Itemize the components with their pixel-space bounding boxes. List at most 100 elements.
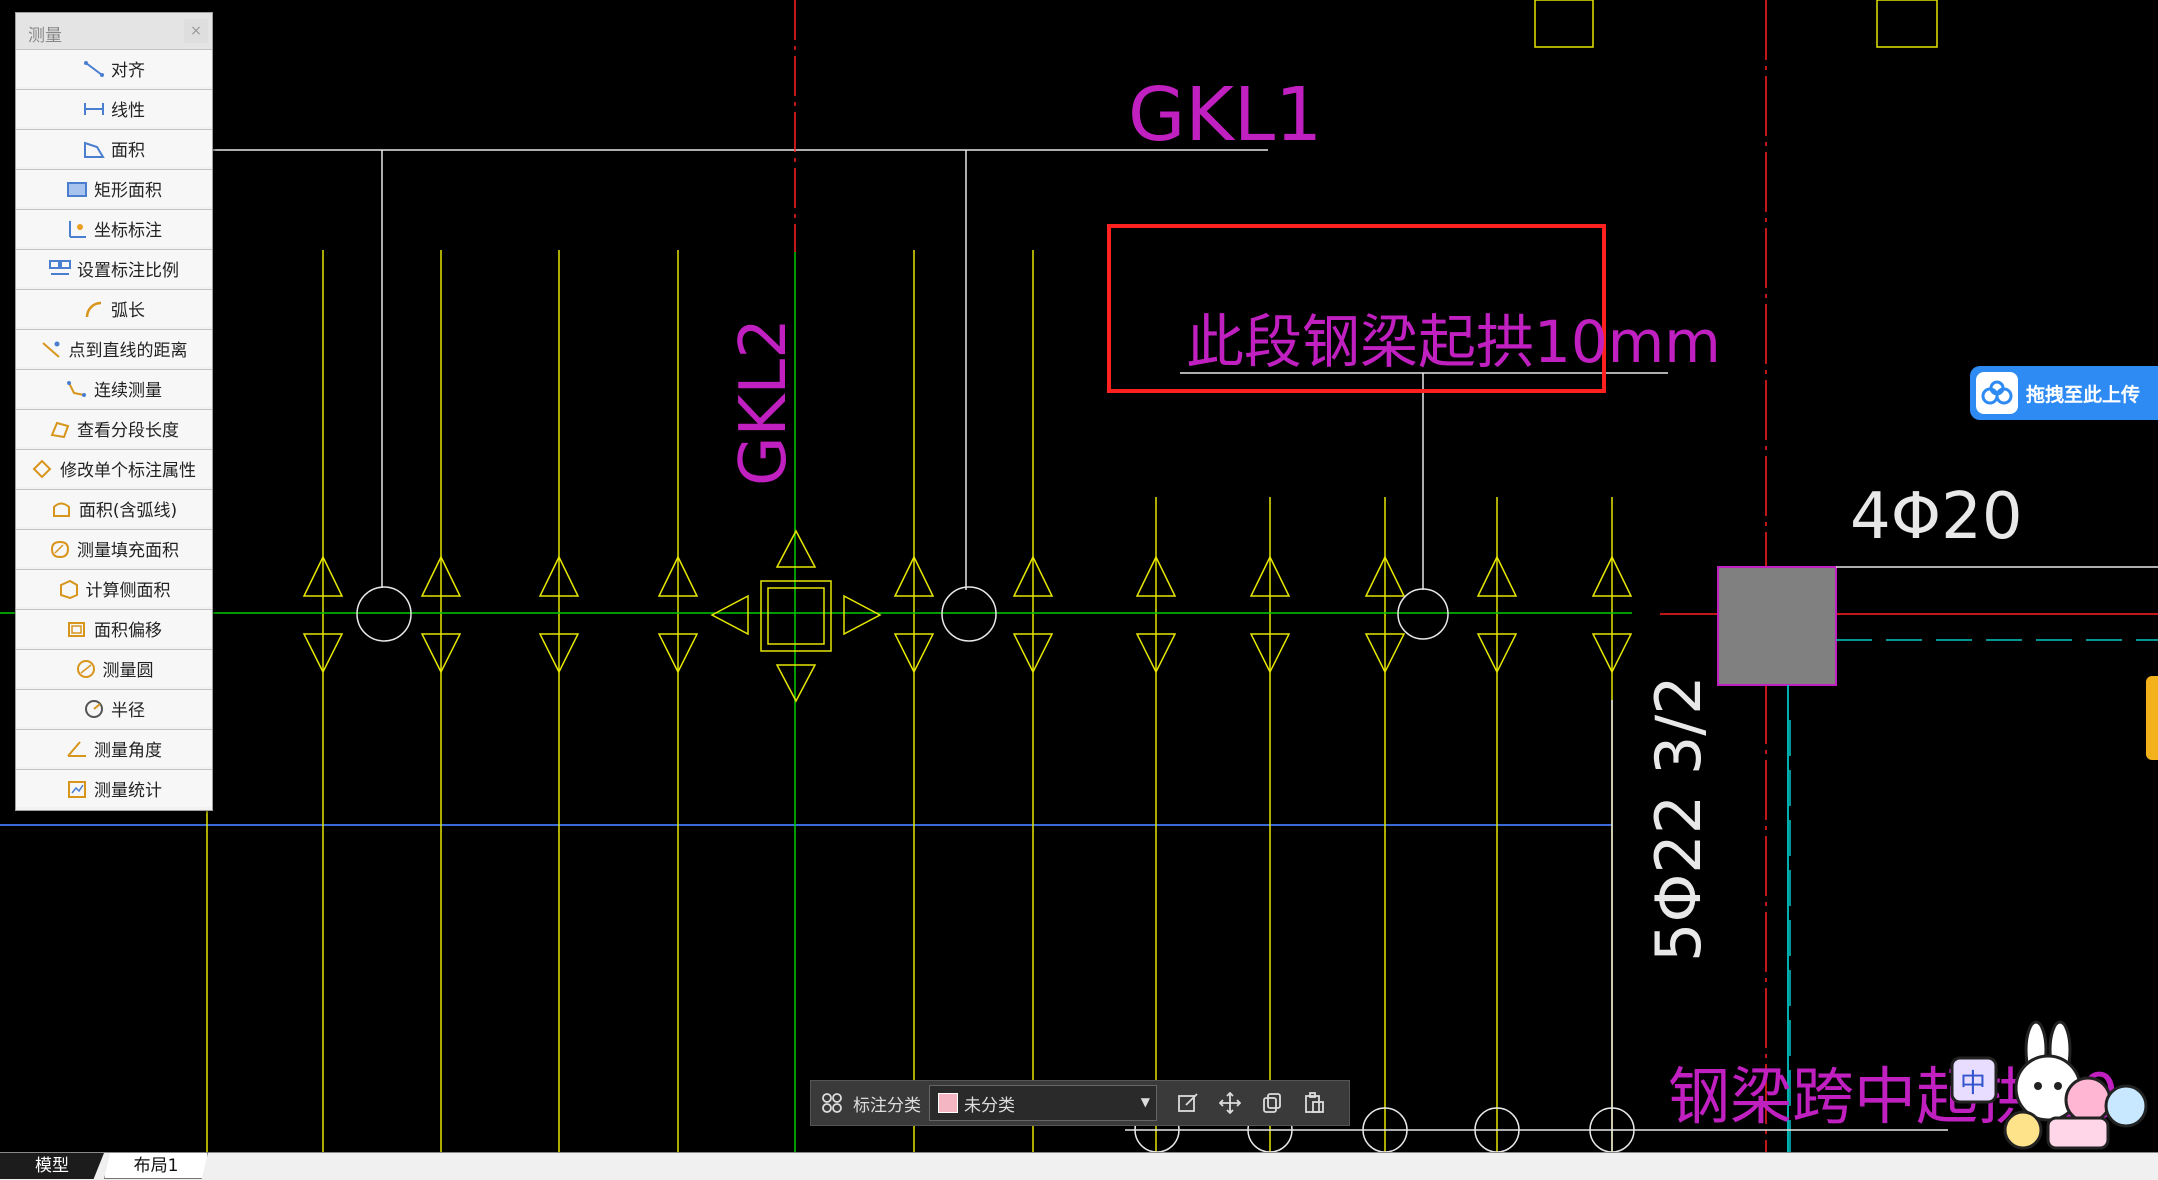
panel-item-label: 连续测量 [94,381,162,401]
panel-item-radius[interactable]: 半径 [16,689,212,727]
panel-item-label: 弧长 [111,301,145,321]
coordinate-icon [69,220,86,238]
panel-item-label: 面积(含弧线) [78,501,178,521]
arrow-down-mark [1364,633,1406,674]
chevron-down-icon: ▼ [1140,1095,1150,1109]
circle-icon [76,659,95,678]
panel-item-side-area[interactable]: 计算侧面积 [16,569,212,607]
panel-item-label: 计算侧面积 [85,581,171,601]
arrow-up-mark [1591,555,1633,597]
segment-length-icon [50,421,70,438]
annotation-toolbar: 标注分类 未分类 ▼ [810,1080,1350,1126]
panel-item-circle[interactable]: 测量圆 [16,649,212,687]
panel-item-hatch-area[interactable]: 测量填充面积 [16,529,212,567]
arrow-up-mark [1249,555,1291,597]
arrow-up-mark [538,555,580,597]
arrow-down-mark [1249,633,1291,674]
panel-item-label: 点到直线的距离 [68,341,188,361]
layout-tab-bar: 模型 布局1 [0,1152,2158,1180]
panel-item-point-line-distance[interactable]: 点到直线的距离 [16,329,212,367]
panel-item-arc-length[interactable]: 弧长 [16,289,212,327]
panel-item-coordinate[interactable]: 坐标标注 [16,209,212,247]
panel-item-label: 面积 [111,141,145,161]
grid-apps-icon[interactable] [818,1089,846,1117]
snap-marker [710,529,882,703]
panel-item-label: 修改单个标注属性 [60,461,196,481]
rectangle-area-icon [67,181,87,197]
panel-item-label: 测量填充面积 [77,541,179,561]
upload-drop-button[interactable]: 拖拽至此上传 [1970,366,2158,420]
panel-item-label: 测量圆 [102,661,154,681]
annotation-category-select[interactable]: 未分类 ▼ [929,1085,1157,1121]
column-outline [1876,0,1938,48]
panel-item-scale[interactable]: 设置标注比例 [16,249,212,287]
panel-item-area-arc[interactable]: 面积(含弧线) [16,489,212,527]
area-arc-icon [52,502,70,517]
panel-item-label: 查看分段长度 [77,421,179,441]
rebar-side-label: 5Φ22 3/2 [1642,675,1715,962]
area-offset-icon [68,621,85,637]
panel-item-label: 设置标注比例 [77,261,179,281]
edit-dimension-icon [32,459,52,478]
upload-label: 拖拽至此上传 [2026,383,2141,406]
tab-layout1[interactable]: 布局1 [104,1153,208,1179]
hatch-area-icon [50,540,70,558]
panel-item-rectangle-area[interactable]: 矩形面积 [16,169,212,207]
linear-dimension-icon [84,102,104,115]
panel-item-label: 矩形面积 [94,181,162,201]
arrow-up-mark [302,555,344,597]
panel-item-statistics[interactable]: 测量统计 [16,769,212,807]
paste-icon[interactable] [1300,1089,1328,1117]
cloud-upload-icon [1976,372,2018,414]
category-color-swatch [938,1093,958,1113]
side-scroll-handle[interactable] [2146,676,2158,760]
arrow-up-mark [420,555,462,597]
panel-item-angle[interactable]: 测量角度 [16,729,212,767]
label-gkl1: GKL1 [1128,72,1322,158]
panel-item-label: 坐标标注 [94,221,162,241]
copy-icon[interactable] [1258,1089,1286,1117]
arc-length-icon [85,301,102,317]
arrow-down-mark [420,633,462,674]
rebar-top-label: 4Φ20 [1850,480,2023,554]
column-circle [356,586,412,642]
arrow-down-mark [1476,633,1518,674]
edit-icon[interactable] [1174,1089,1202,1117]
panel-title-bar[interactable]: 测量 × [16,13,212,49]
panel-item-label: 线性 [111,101,145,121]
arrow-down-mark [893,633,935,674]
panel-item-label: 测量统计 [94,781,162,801]
arrow-up-mark [657,555,699,597]
panel-item-area-offset[interactable]: 面积偏移 [16,609,212,647]
continuous-measure-icon [67,380,86,397]
tab-model[interactable]: 模型 [0,1153,104,1179]
arrow-down-mark [1591,633,1633,674]
label-gkl2: GKL2 [727,318,801,486]
arrow-down-mark [1135,633,1177,674]
category-selected-value: 未分类 [964,1095,1015,1116]
move-icon[interactable] [1216,1089,1244,1117]
panel-item-area[interactable]: 面积 [16,129,212,167]
annotation-category-label: 标注分类 [853,1095,921,1116]
mascot-sticker-icon: 中 [1950,1020,2148,1150]
panel-item-label: 面积偏移 [94,621,162,641]
arrow-down-mark [1012,633,1054,674]
panel-title: 测量 [28,26,62,46]
drawing-canvas[interactable]: GKL1 GKL2 此段钢梁起拱10mm 4Φ20 5Φ22 3/2 钢梁跨中起… [0,0,2158,1152]
arrow-down-mark [657,633,699,674]
arrow-down-mark [302,633,344,674]
statistics-icon [68,780,86,798]
arrow-down-mark [538,633,580,674]
panel-item-aligned-dimension[interactable]: 对齐 [16,49,212,87]
column-circle [1397,588,1449,640]
highlight-box [1107,224,1606,393]
camber-note: 此段钢梁起拱10mm [1186,308,1721,376]
aligned-dimension-icon [84,60,104,77]
scale-icon [49,259,71,275]
point-line-distance-icon [41,341,60,358]
panel-item-edit-dimension[interactable]: 修改单个标注属性 [16,449,212,487]
panel-item-continuous-measure[interactable]: 连续测量 [16,369,212,407]
close-icon[interactable]: × [184,19,208,43]
panel-item-segment-length[interactable]: 查看分段长度 [16,409,212,447]
panel-item-linear-dimension[interactable]: 线性 [16,89,212,127]
